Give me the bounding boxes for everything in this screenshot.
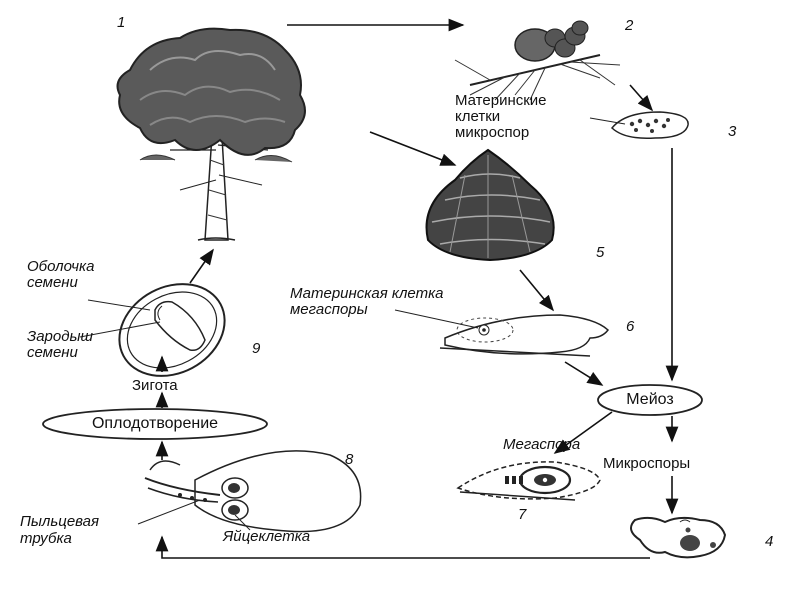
label-microspores: Микроспоры xyxy=(603,455,691,472)
stage-number-7: 7 xyxy=(518,506,527,523)
label-megaspore: Мегаспора xyxy=(503,436,581,453)
label-microspore-mother-cells-line3: микроспор xyxy=(455,124,530,141)
stage-number-6: 6 xyxy=(626,318,635,335)
label-megaspore-mother-cell-line2: мегаспоры xyxy=(290,301,368,318)
label-seed-coat-line1: Оболочка xyxy=(27,258,95,275)
arrow-pollen-to-fertilization xyxy=(155,535,650,559)
male-cone-branch-illustration xyxy=(454,20,621,101)
stage-number-3: 3 xyxy=(728,123,737,140)
pollen-grain-illustration xyxy=(630,516,727,559)
pine-tree-illustration xyxy=(116,27,306,241)
cycle-arrows xyxy=(155,18,679,559)
label-zygote: Зигота xyxy=(132,377,178,394)
label-microspore-mother-cells-line1: Материнские xyxy=(455,92,547,109)
megaspore-ovule-illustration xyxy=(456,461,601,501)
arrow-cone-to-ovule xyxy=(519,269,555,312)
fertilization-oval xyxy=(42,408,268,440)
label-embryo-line1: Зародыш xyxy=(27,328,94,345)
female-cone-illustration xyxy=(425,148,555,262)
label-seed-coat-line2: семени xyxy=(27,274,78,291)
stage-number-4: 4 xyxy=(765,533,774,550)
stage-number-1: 1 xyxy=(117,14,126,31)
arrow-meiosis-to-megaspore xyxy=(553,411,613,454)
meiosis-oval xyxy=(597,384,703,416)
stage-number-8: 8 xyxy=(345,451,354,468)
label-microspore-mother-cells-line2: клетки xyxy=(455,108,501,125)
arrow-seed-to-tree xyxy=(189,248,214,284)
microsporangium-illustration xyxy=(589,111,689,140)
label-pollen-tube-line2: трубка xyxy=(20,530,72,547)
fertilization-illustration xyxy=(137,450,362,533)
label-embryo-line2: семени xyxy=(27,344,78,361)
seed-illustration xyxy=(79,283,226,377)
arrow-tree-to-female-cone xyxy=(369,131,457,166)
ovule-scale-illustration xyxy=(394,309,610,357)
stage-number-5: 5 xyxy=(596,244,605,261)
label-egg-cell: Яйцеклетка xyxy=(223,528,311,545)
arrow-branch-to-microsporangium xyxy=(629,84,654,112)
stage-number-2: 2 xyxy=(625,17,634,34)
stage-number-9: 9 xyxy=(252,340,261,357)
label-pollen-tube-line1: Пыльцевая xyxy=(20,513,100,530)
arrow-ovule-to-meiosis xyxy=(564,361,604,386)
label-megaspore-mother-cell-line1: Материнская клетка xyxy=(290,285,444,302)
label-meiosis: Мейоз xyxy=(626,391,674,408)
label-fertilization: Оплодотворение xyxy=(91,415,219,432)
